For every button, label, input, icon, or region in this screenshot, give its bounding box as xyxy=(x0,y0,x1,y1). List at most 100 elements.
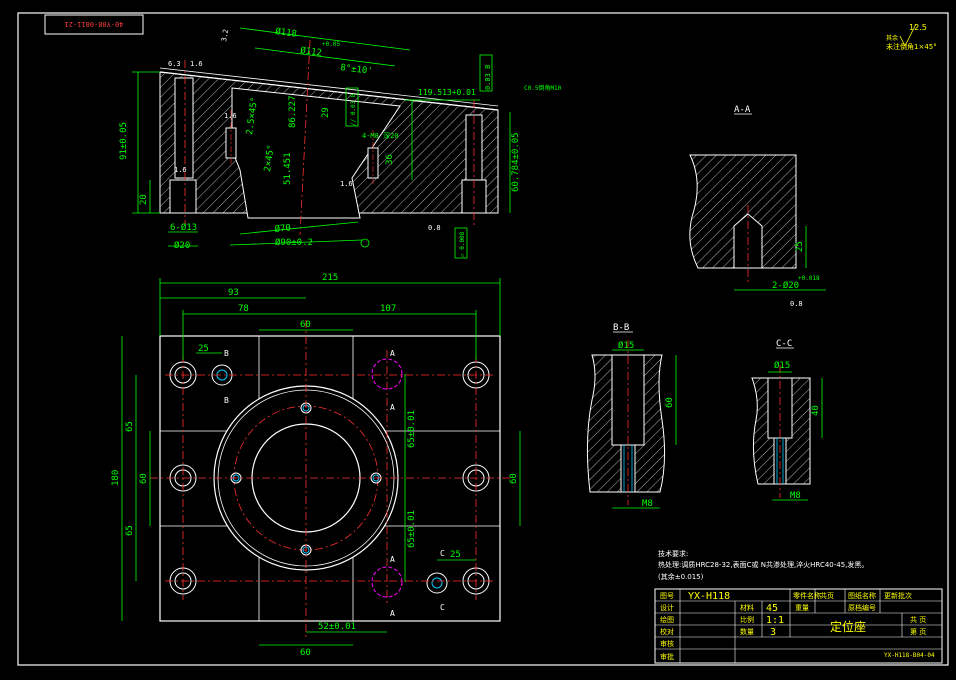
title-qty-value: 3 xyxy=(770,627,776,638)
dim-78: 78 xyxy=(238,304,249,314)
dim-d112-tol: +0.05 xyxy=(322,41,340,48)
svg-text:B: B xyxy=(224,396,229,405)
dim-65-tol-upper: 65±0.01 xyxy=(407,410,417,448)
dim-d118: Ø118 xyxy=(275,26,298,40)
tech-line-2: (其余±0.015) xyxy=(658,572,704,581)
section-bb-dim-60: 60 xyxy=(665,397,675,408)
title-scale-value: 1:1 xyxy=(766,615,784,626)
dim-25-b: 25 xyxy=(198,344,209,354)
dim-65-upper: 65 xyxy=(125,421,135,432)
hole-c xyxy=(426,572,448,594)
svg-text:A: A xyxy=(390,403,395,412)
svg-text:A: A xyxy=(390,609,395,618)
plan-section-marks: B B A A A A C C xyxy=(224,349,445,618)
drawing-number-box xyxy=(44,14,144,35)
left-counterbore xyxy=(169,179,197,214)
dim-60784: 60.784±0.05 xyxy=(511,132,521,192)
svg-text:// 0.03 B: // 0.03 B xyxy=(350,93,357,126)
svg-text:B: B xyxy=(224,349,229,358)
section-bb-dim-m8: M8 xyxy=(642,499,653,509)
top-view-roughness: 3.2 1.6 6.3 1.6 1.6 1.6 0.8 xyxy=(168,28,441,232)
plan-view: 215 93 78 107 60 25 180 65 60 65 65±0.01… xyxy=(111,273,521,658)
tech-line-1: 热处理:调质HRC28-32,表面C或 N共渗处理,淬火HRC40-45,发黑。 xyxy=(658,560,868,569)
datum-b-marker xyxy=(360,238,370,248)
tapped-hole-note: 4-M8 深20 xyxy=(362,131,399,140)
svg-text:1.6: 1.6 xyxy=(340,180,353,188)
section-bb-title: B-B xyxy=(613,323,629,333)
svg-text:设计: 设计 xyxy=(660,603,674,612)
tolerance-frames: 0.03 B // 0.03 B ▱ 0.008 xyxy=(345,54,493,259)
dim-215: 215 xyxy=(322,273,338,283)
dim-6xd13: 6-Ø13 xyxy=(170,222,197,233)
svg-text:校对: 校对 xyxy=(660,627,674,636)
dim-60-bottom: 60 xyxy=(300,648,311,658)
section-cc-title: C-C xyxy=(776,339,792,349)
svg-text:3.2: 3.2 xyxy=(220,28,230,42)
roughness-symbol xyxy=(899,23,917,47)
tech-title: 技术要求: xyxy=(658,549,688,558)
dowel-hole-bottom xyxy=(371,566,403,598)
title-material-value: 45 xyxy=(766,603,778,614)
svg-text:▱ 0.008: ▱ 0.008 xyxy=(459,231,466,257)
top-view-dimensions: Ø118 Ø112 +0.05 8°±10' 119.513+0.01 91±0… xyxy=(119,26,521,251)
svg-text:材料: 材料 xyxy=(740,603,754,612)
dim-107: 107 xyxy=(380,304,396,314)
plan-view-dimensions: 215 93 78 107 60 25 180 65 60 65 65±0.01… xyxy=(111,273,519,658)
dim-91: 91±0.05 xyxy=(119,122,129,160)
chamfer-callout: C0.5倒角M10 xyxy=(524,84,562,92)
dim-52: 52±0.01 xyxy=(318,622,356,632)
section-aa-body xyxy=(689,154,797,269)
dim-119: 119.513+0.01 xyxy=(418,88,476,97)
left-bore xyxy=(174,77,194,179)
dim-60-top: 60 xyxy=(300,320,311,330)
svg-text:C: C xyxy=(440,549,445,558)
plan-view-outline xyxy=(159,335,501,622)
svg-text:审批: 审批 xyxy=(660,652,674,661)
outer-frame xyxy=(17,12,949,666)
svg-text:第 页: 第 页 xyxy=(910,627,926,636)
svg-text:1.6: 1.6 xyxy=(174,166,187,174)
svg-text:A: A xyxy=(390,555,395,564)
dim-d90: Ø90±0.2 xyxy=(275,237,313,248)
corner-roughness-value: 12.5 xyxy=(909,23,927,32)
dim-20: 20 xyxy=(139,194,149,205)
dim-65-tol-lower: 65±0.01 xyxy=(407,510,417,548)
corner-notes: 12.5 其余 未注倒角1×45° xyxy=(886,23,937,51)
svg-text:C: C xyxy=(440,603,445,612)
svg-text:比例: 比例 xyxy=(740,615,754,624)
technical-requirements: 技术要求: 热处理:调质HRC28-32,表面C或 N共渗处理,淬火HRC40-… xyxy=(658,549,868,581)
dim-93: 93 xyxy=(228,288,239,298)
svg-text:A: A xyxy=(390,349,395,358)
corner-chamfer-note: 未注倒角1×45° xyxy=(886,42,937,51)
svg-text:0.03 B: 0.03 B xyxy=(484,65,492,90)
title-drawing-code: YX-H118 xyxy=(688,591,730,602)
title-doc-number: YX-H118-B04-04 xyxy=(884,652,935,659)
svg-text:更新批次: 更新批次 xyxy=(884,591,912,600)
dim-60-right: 60 xyxy=(509,473,519,484)
section-aa-dim-tol: +0.018 xyxy=(798,275,820,282)
section-aa-dim-2d20: 2-Ø20 xyxy=(772,280,799,291)
section-aa-title: A-A xyxy=(734,105,751,115)
dim-29: 29 xyxy=(321,107,331,118)
section-cc-dim-d15: Ø15 xyxy=(774,360,790,371)
section-bb-dim-d15: Ø15 xyxy=(618,340,634,351)
svg-text:绘图: 绘图 xyxy=(660,615,674,624)
section-aa: A-A 25 2-Ø20 +0.018 0.8 xyxy=(689,105,826,308)
svg-text:数量: 数量 xyxy=(740,627,754,636)
svg-text:0.8: 0.8 xyxy=(428,224,441,232)
svg-text:图号: 图号 xyxy=(660,592,674,600)
section-aa-dim-25: 25 xyxy=(795,241,805,252)
section-cc-dim-m8: M8 xyxy=(790,491,801,501)
svg-text:共 页: 共 页 xyxy=(910,615,926,624)
dim-51451: 51.451 xyxy=(283,152,293,185)
dim-2x45: 2×45° xyxy=(263,144,277,172)
svg-text:零件名称: 零件名称 xyxy=(793,591,821,600)
dim-180: 180 xyxy=(111,470,121,486)
section-cc: C-C Ø15 40 M8 xyxy=(751,339,823,501)
svg-text:原档编号: 原档编号 xyxy=(848,603,876,612)
dim-angle: 8°±10' xyxy=(340,63,373,77)
drawing-number-tag: 40-Y08-0811-21 xyxy=(64,20,123,28)
svg-text:审核: 审核 xyxy=(660,639,674,648)
section-cc-dim-40: 40 xyxy=(811,405,821,416)
